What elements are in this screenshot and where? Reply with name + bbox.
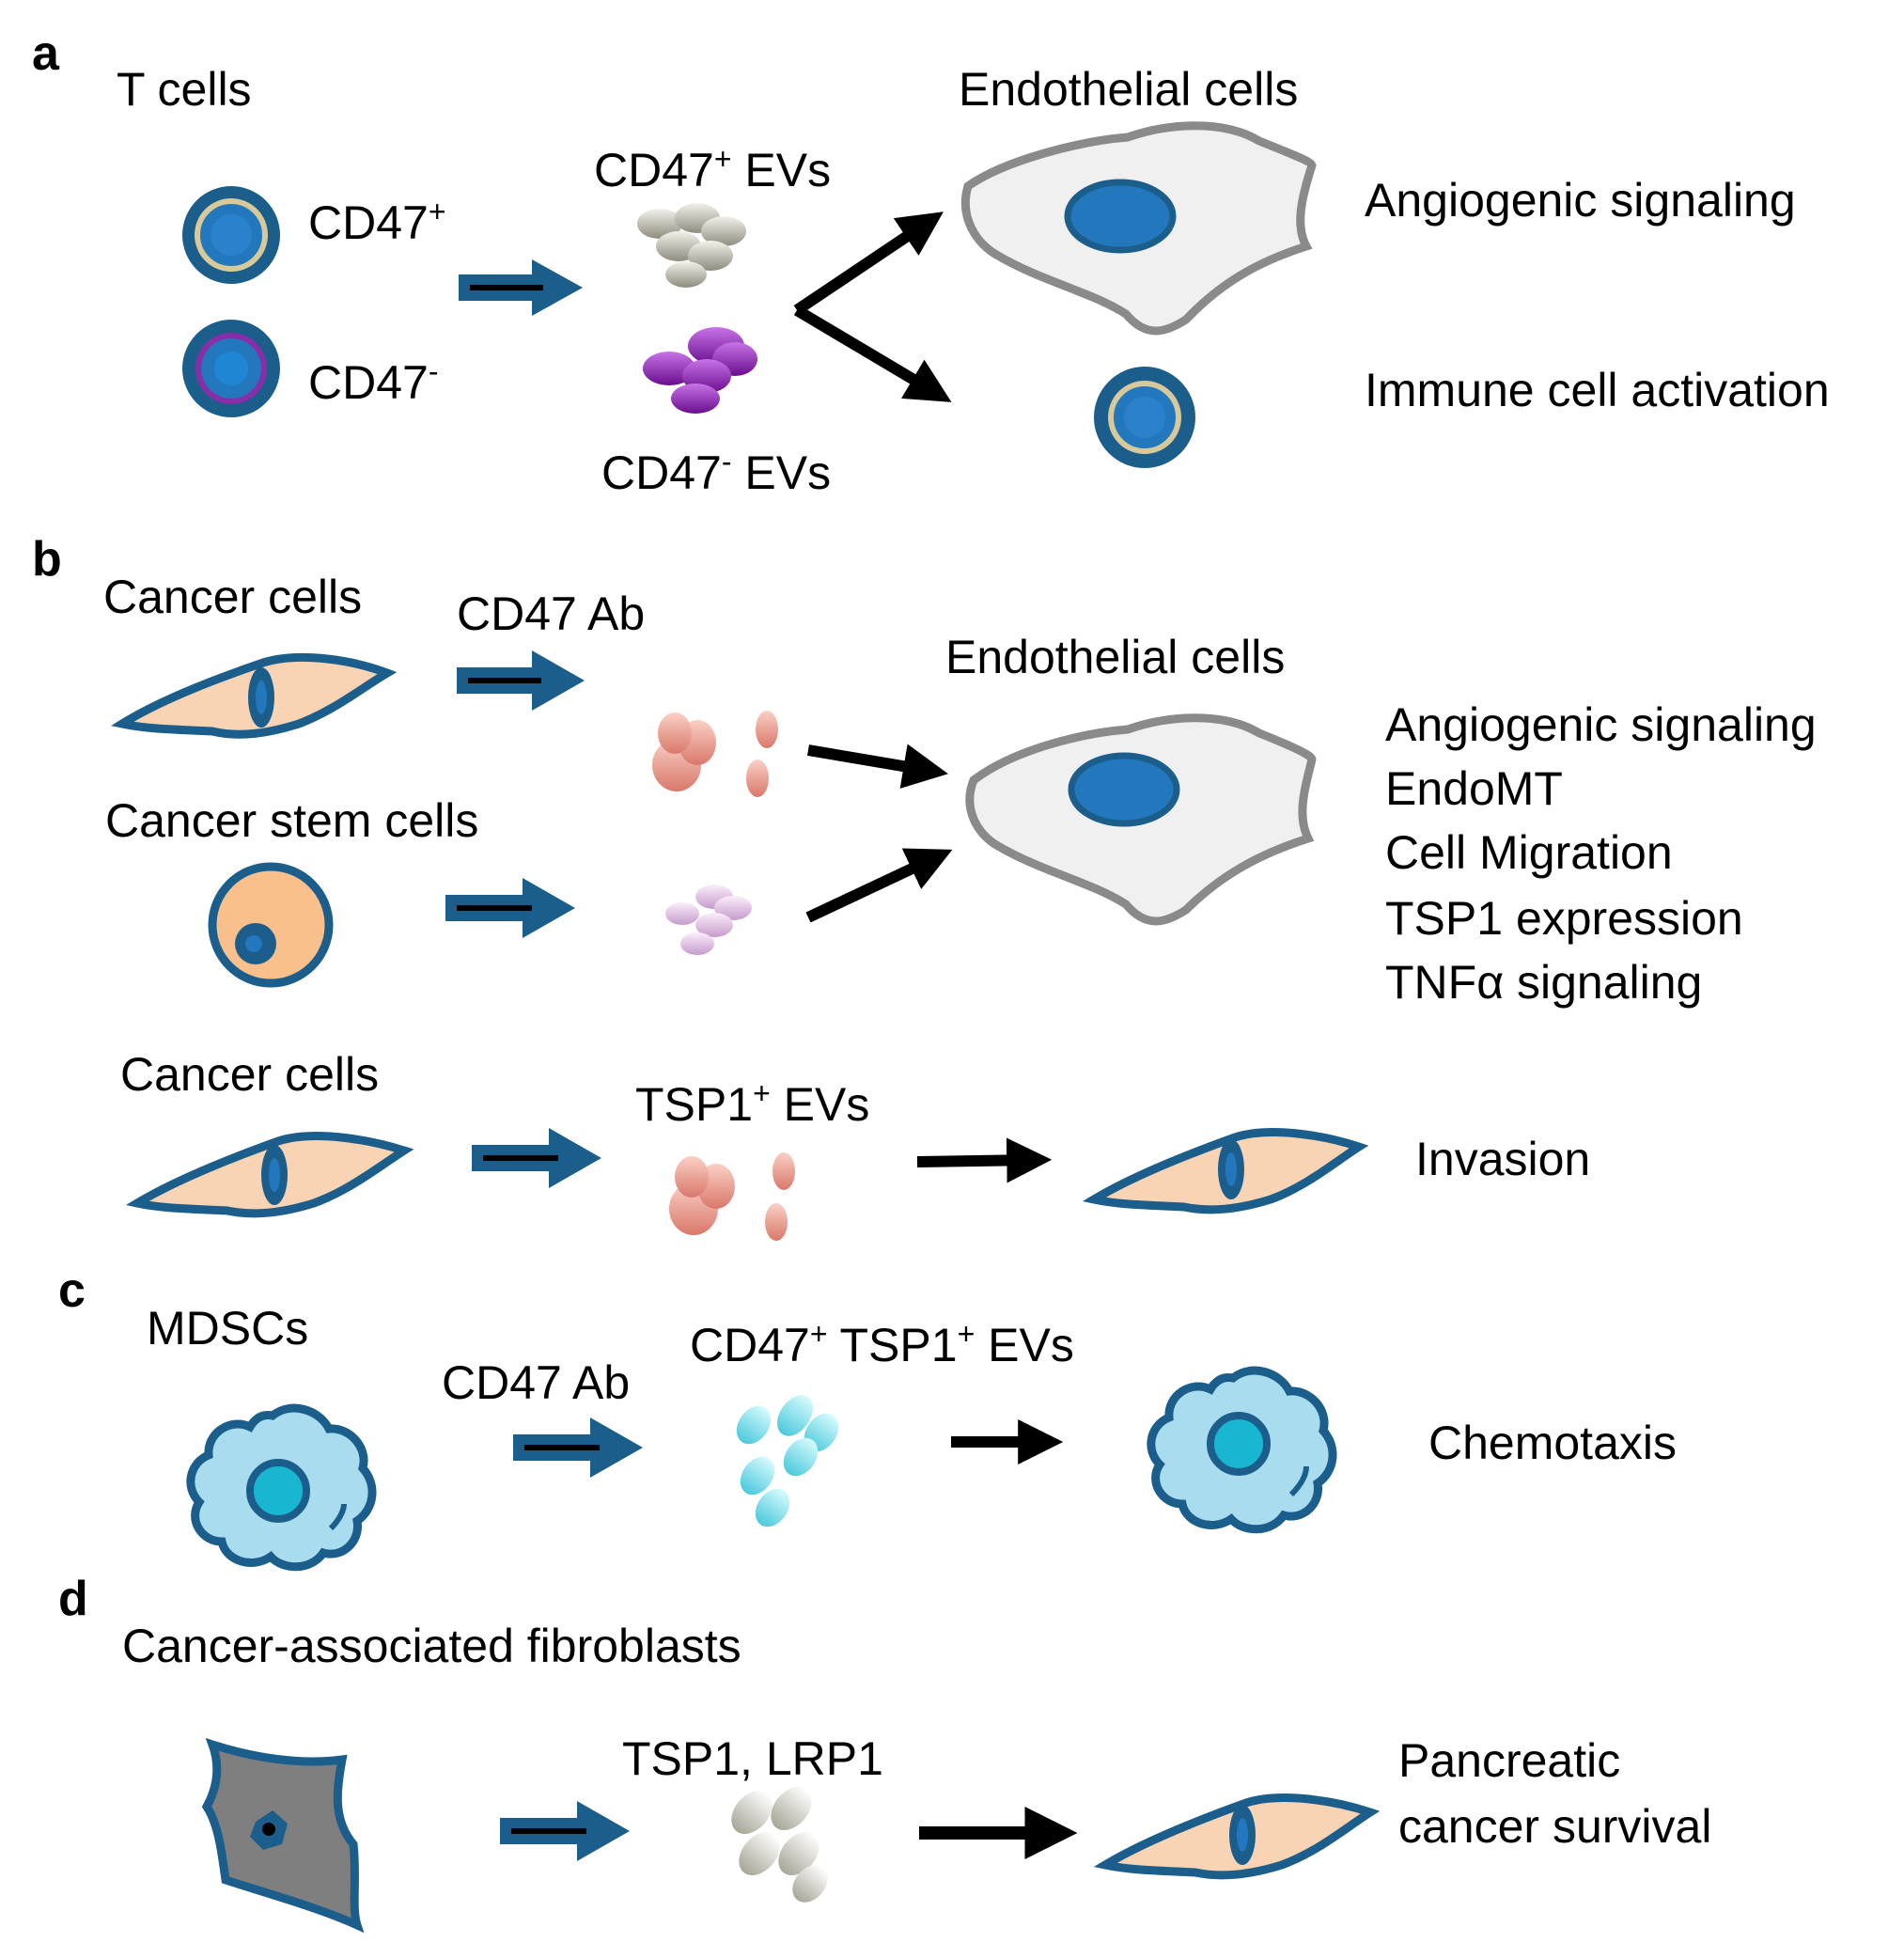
outcome-tnfa-signaling: TNFα signaling bbox=[1385, 956, 1702, 1009]
panel-letter-d: d bbox=[58, 1572, 88, 1626]
cancer-cells-label-1: Cancer cells bbox=[103, 571, 362, 623]
cancer-cell-spindle-3 bbox=[1082, 1128, 1369, 1214]
cafs-label: Cancer-associated fibroblasts bbox=[122, 1620, 741, 1672]
activated-t-cell bbox=[1094, 367, 1195, 468]
panel-d: d Cancer-associated fibroblasts TSP1, LR… bbox=[58, 1572, 1711, 1934]
blue-arrow-a bbox=[459, 259, 583, 316]
cd47-negative-t-cell bbox=[182, 320, 280, 417]
cd47-negative-ev-cluster bbox=[643, 327, 757, 414]
endothelial-cells-title-a: Endothelial cells bbox=[959, 63, 1298, 116]
panel-letter-c: c bbox=[58, 1263, 86, 1318]
salmon-ev-cluster-b2 bbox=[669, 1152, 795, 1241]
cd47-positive-ev-cluster bbox=[637, 203, 746, 288]
angiogenic-signaling-label-a: Angiogenic signaling bbox=[1365, 174, 1796, 227]
cancer-survival-label: cancer survival bbox=[1398, 1800, 1711, 1853]
cd47-positive-t-cell bbox=[182, 186, 280, 284]
endothelial-cell-b bbox=[965, 713, 1317, 926]
tsp1-positive-evs-label: TSP1+ EVs bbox=[635, 1076, 869, 1131]
panel-a: a T cells CD47+ CD47- CD47+ EVs bbox=[32, 26, 1830, 499]
outcome-angiogenic-signaling-b: Angiogenic signaling bbox=[1385, 698, 1817, 751]
panel-c: c MDSCs CD47 Ab CD47+ TSP1+ EVs bbox=[58, 1263, 1677, 1572]
cd47-positive-evs-label: CD47+ EVs bbox=[594, 142, 831, 196]
endothelial-outcomes-list: Angiogenic signaling EndoMT Cell Migrati… bbox=[1385, 698, 1817, 1009]
cd47-positive-label: CD47+ bbox=[308, 195, 446, 249]
pancreatic-label: Pancreatic bbox=[1398, 1734, 1620, 1787]
cd47-negative-evs-label: CD47- EVs bbox=[601, 445, 831, 499]
outcome-cell-migration: Cell Migration bbox=[1385, 826, 1673, 879]
cancer-cells-label-2: Cancer cells bbox=[120, 1048, 379, 1101]
blue-arrow-c bbox=[513, 1417, 643, 1478]
branching-arrows-a bbox=[793, 211, 952, 402]
endothelial-cell-a bbox=[960, 121, 1317, 336]
immune-cell-activation-label: Immune cell activation bbox=[1365, 364, 1830, 416]
outcome-endomt: EndoMT bbox=[1385, 762, 1563, 815]
blue-arrow-b3 bbox=[472, 1128, 601, 1188]
cd47-negative-label: CD47- bbox=[308, 354, 439, 409]
cd47-ab-label-c: CD47 Ab bbox=[442, 1356, 630, 1409]
cancer-stem-cells-label: Cancer stem cells bbox=[105, 794, 478, 847]
cancer-cell-spindle-1 bbox=[111, 652, 398, 739]
mdsc-cell-source bbox=[186, 1403, 377, 1572]
white-ev-cluster bbox=[731, 1786, 828, 1903]
lilac-ev-cluster bbox=[665, 885, 752, 955]
panel-letter-b: b bbox=[32, 532, 62, 587]
cd47-ab-label-b: CD47 Ab bbox=[457, 587, 645, 640]
blue-arrow-b2 bbox=[445, 878, 575, 938]
cancer-stem-cell bbox=[208, 862, 334, 988]
cancer-cell-spindle-4 bbox=[1093, 1793, 1381, 1880]
mdsc-cell-target bbox=[1147, 1366, 1337, 1534]
panel-letter-a: a bbox=[32, 26, 60, 81]
caf-cell bbox=[201, 1737, 365, 1934]
salmon-ev-cluster-b1 bbox=[652, 711, 778, 797]
outcome-tsp1-expression: TSP1 expression bbox=[1385, 892, 1743, 945]
black-arrow-b3 bbox=[916, 1137, 1053, 1183]
cancer-cell-spindle-2 bbox=[125, 1132, 414, 1218]
black-arrows-b-to-endothelial bbox=[805, 744, 953, 923]
tsp1-lrp1-label: TSP1, LRP1 bbox=[622, 1732, 883, 1785]
t-cells-label: T cells bbox=[117, 63, 252, 116]
endothelial-cells-title-b: Endothelial cells bbox=[945, 631, 1285, 683]
blue-arrow-d bbox=[500, 1801, 630, 1861]
panel-b: b Cancer cells CD47 Ab Cancer stem cells bbox=[32, 532, 1817, 1241]
blue-arrow-b1 bbox=[457, 650, 585, 711]
invasion-label: Invasion bbox=[1415, 1133, 1590, 1185]
cyan-ev-cluster bbox=[736, 1395, 839, 1527]
mdscs-label: MDSCs bbox=[147, 1302, 308, 1355]
cd47-tsp1-positive-evs-label: CD47+ TSP1+ EVs bbox=[690, 1317, 1074, 1371]
chemotaxis-label: Chemotaxis bbox=[1428, 1417, 1677, 1469]
